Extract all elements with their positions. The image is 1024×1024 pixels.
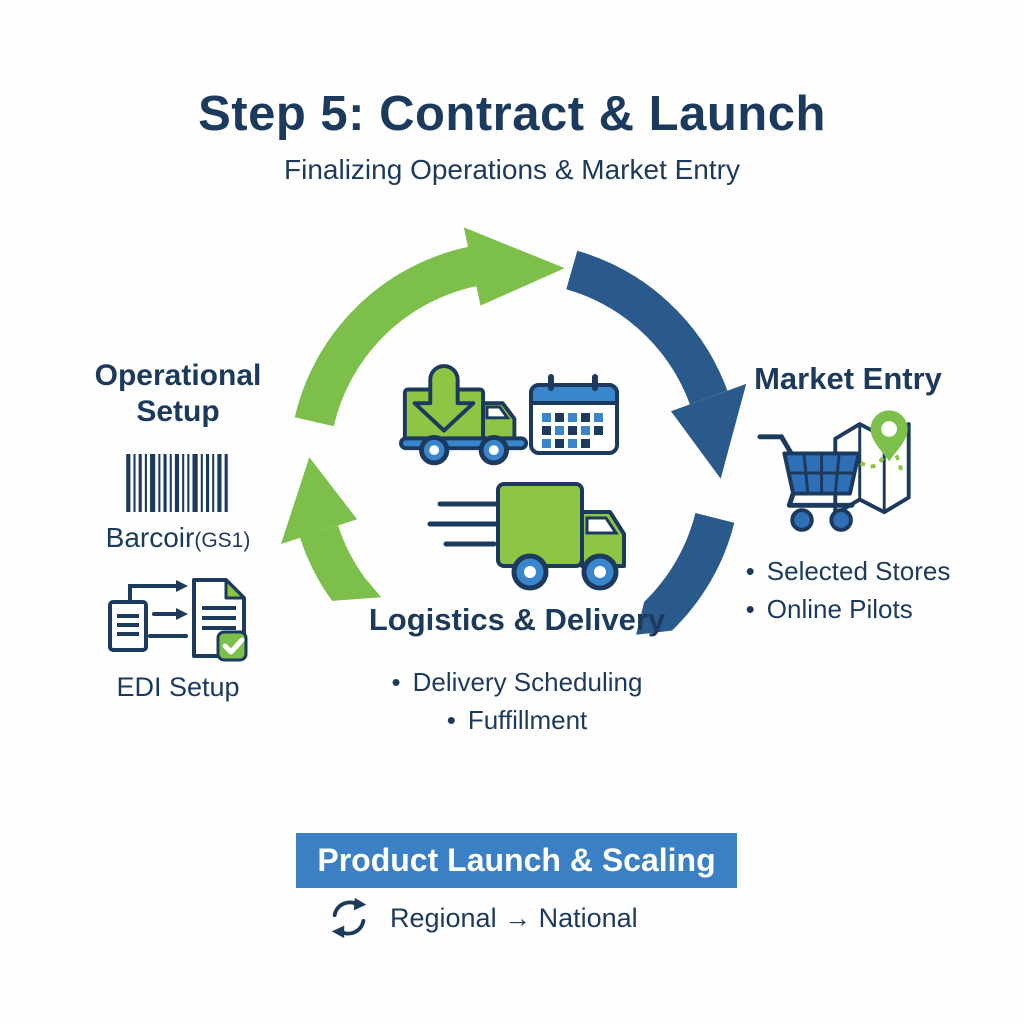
market-entry-section: Market Entry xyxy=(728,360,968,629)
cycle-arrows-icon xyxy=(331,897,367,939)
list-item: Delivery Scheduling xyxy=(392,664,643,702)
calendar-icon xyxy=(529,374,619,455)
list-item: Selected Stores xyxy=(746,553,951,591)
edi-document-transfer-icon xyxy=(108,578,248,662)
list-item: Fuffillment xyxy=(392,702,643,740)
page-title: Step 5: Contract & Launch xyxy=(198,87,826,141)
green-arc-arrow-left-icon xyxy=(281,457,382,601)
barcode-label: Barcoir(GS1) xyxy=(105,522,251,553)
cycle-arrows-diagram xyxy=(281,227,747,635)
barcode-icon xyxy=(126,454,228,512)
calendar-grid xyxy=(542,413,603,448)
delivery-truck-download-icon xyxy=(399,364,529,466)
market-entry-bullets: Selected Stores Online Pilots xyxy=(746,553,951,628)
operational-setup-heading: Operational Setup xyxy=(94,359,262,428)
list-item: Online Pilots xyxy=(746,591,951,629)
shopping-cart-icon xyxy=(757,434,861,532)
transfer-arrows xyxy=(128,580,188,638)
cart-and-map-pin-icon xyxy=(757,410,911,532)
blue-arc-arrow-right-icon xyxy=(565,250,747,635)
scaling-label: Regional → National xyxy=(390,903,638,933)
speed-lines xyxy=(427,501,505,547)
scaling-row: Regional → National xyxy=(326,894,638,942)
product-launch-banner: Product Launch & Scaling xyxy=(296,833,737,888)
logistics-delivery-section: Logistics & Delivery Delivery Scheduling… xyxy=(307,601,727,740)
edi-label: EDI Setup xyxy=(116,672,240,702)
logistics-heading: Logistics & Delivery xyxy=(368,602,666,637)
green-arc-arrow-top-icon xyxy=(294,227,565,427)
market-entry-heading: Market Entry xyxy=(754,361,942,396)
logistics-bullets: Delivery Scheduling Fuffillment xyxy=(392,664,643,739)
shipping-truck-icon xyxy=(427,482,626,591)
operational-setup-section: Operational Setup Barcoir(GS1) xyxy=(58,358,298,703)
map-pin-icon xyxy=(870,410,908,462)
page-subtitle: Finalizing Operations & Market Entry xyxy=(284,154,740,185)
